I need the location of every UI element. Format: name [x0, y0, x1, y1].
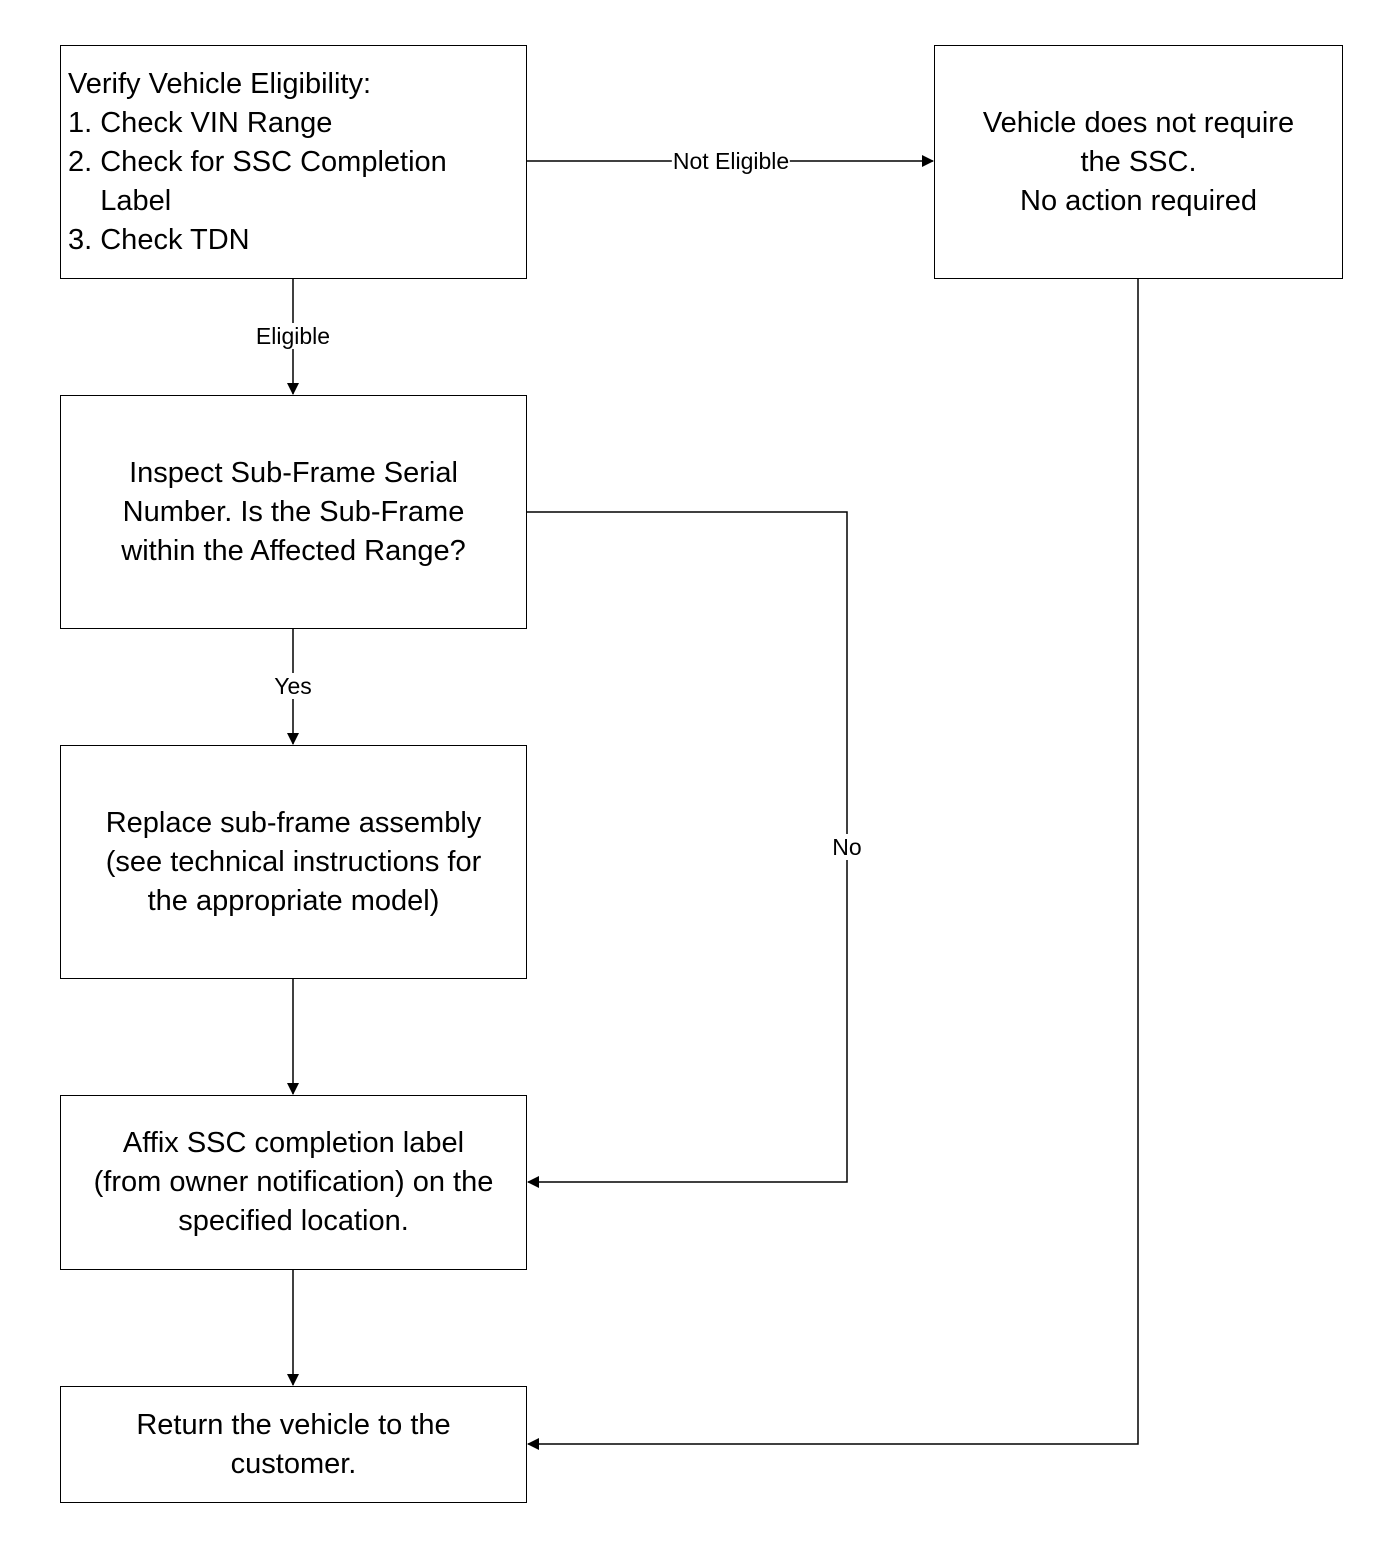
replace-sub-frame-box: Replace sub-frame assembly (see technica… — [60, 745, 527, 979]
yes-label: Yes — [273, 673, 313, 699]
no-label: No — [831, 834, 863, 860]
inspect-line: Number. Is the Sub-Frame — [122, 495, 465, 528]
affix-label-box: Affix SSC completion label (from owner n… — [60, 1095, 527, 1270]
verify-line: 2. Check for SSC Completion — [68, 145, 447, 178]
affix-line: (from owner notification) on the — [93, 1166, 494, 1198]
replace-line: (see technical instructions for — [105, 845, 482, 878]
edge-not-required-to-return — [527, 279, 1139, 1450]
inspect-sub-frame-box: Inspect Sub-Frame Serial Number. Is the … — [60, 395, 527, 629]
not-required-line: Vehicle does not require — [982, 107, 1295, 139]
edge-no — [527, 511, 848, 1188]
replace-line: the appropriate model) — [147, 884, 440, 917]
verify-line: Label — [68, 184, 172, 217]
not-required-line: the SSC. — [1080, 146, 1197, 178]
verify-eligibility-box: Verify Vehicle Eligibility: 1. Check VIN… — [60, 45, 527, 279]
inspect-line: within the Affected Range? — [121, 534, 466, 567]
verify-line: 3. Check TDN — [68, 223, 250, 256]
affix-line: Affix SSC completion label — [122, 1127, 465, 1159]
inspect-line: Inspect Sub-Frame Serial — [129, 456, 458, 489]
verify-line: 1. Check VIN Range — [68, 106, 333, 139]
not-eligible-label: Not Eligible — [671, 148, 791, 174]
verify-line: Verify Vehicle Eligibility: — [68, 67, 372, 100]
affix-line: specified location. — [178, 1205, 409, 1237]
no-action-required-box: Vehicle does not require the SSC. No act… — [934, 45, 1343, 279]
eligible-label: Eligible — [254, 323, 332, 349]
replace-line: Replace sub-frame assembly — [105, 806, 482, 839]
not-required-line: No action required — [1020, 185, 1257, 217]
return-vehicle-box: Return the vehicle to the customer. — [60, 1386, 527, 1503]
return-line: Return the vehicle to the — [136, 1408, 451, 1441]
return-line: customer. — [230, 1447, 357, 1480]
